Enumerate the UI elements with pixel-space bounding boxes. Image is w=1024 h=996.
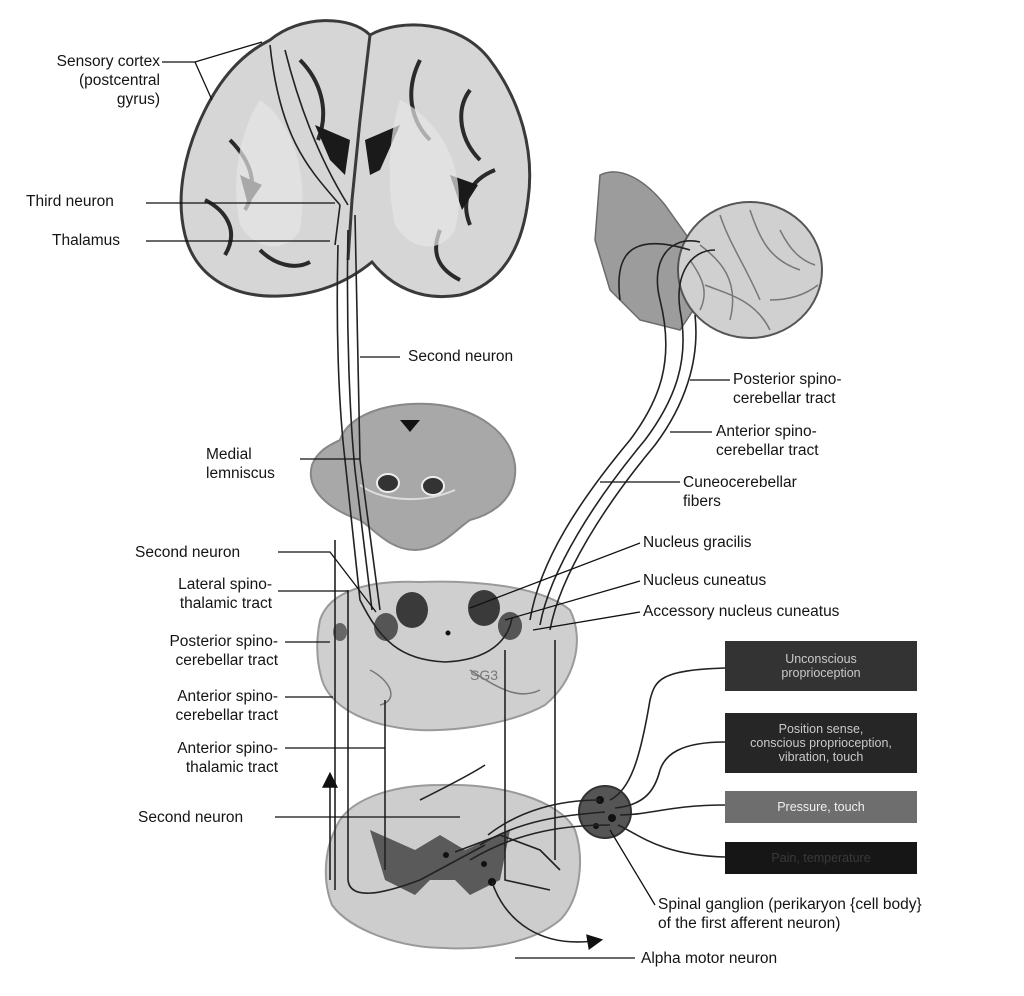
label-nucleus-gracilis: Nucleus gracilis [643, 534, 752, 551]
label-second-neuron-mid: Second neuron [135, 544, 241, 561]
label-third-neuron: Third neuron [26, 193, 114, 210]
modality-box-unconscious-proprioception: Unconscious proprioception [725, 641, 917, 691]
label-alpha-motor-neuron: Alpha motor neuron [641, 950, 778, 967]
label-cuneocerebellar-fibers: Cuneocerebellar fibers [683, 474, 797, 510]
label-posterior-spinocerebellar-right: Posterior spino- cerebellar tract [733, 371, 842, 407]
label-posterior-spinocerebellar-left: Posterior spino- cerebellar tract [169, 633, 278, 669]
label-accessory-nucleus-cuneatus: Accessory nucleus cuneatus [643, 603, 840, 620]
label-anterior-spinocerebellar-left: Anterior spino- cerebellar tract [175, 688, 278, 724]
label-spinal-ganglion: Spinal ganglion (perikaryon {cell body} … [658, 896, 922, 932]
label-medial-lemniscus: Medial lemniscus [206, 446, 275, 482]
lower-medulla-section: SG3 [316, 580, 578, 732]
label-sensory-cortex: Sensory cortex (postcentral gyrus) [56, 53, 160, 108]
brain-coronal-section [179, 19, 532, 299]
label-thalamus: Thalamus [52, 232, 121, 249]
label-anterior-spinothalamic: Anterior spino- thalamic tract [177, 740, 278, 776]
label-lateral-spinothalamic: Lateral spino- thalamic tract [178, 576, 272, 612]
spinal-cord-section [324, 783, 581, 950]
label-nucleus-cuneatus: Nucleus cuneatus [643, 572, 767, 589]
label-second-neuron-top: Second neuron [408, 348, 514, 365]
modality-box-pain-temperature: Pain, temperature [725, 842, 917, 874]
label-anterior-spinocerebellar-right: Anterior spino- cerebellar tract [716, 423, 819, 459]
cerebellum [594, 171, 823, 339]
medulla-section [309, 402, 517, 552]
label-second-neuron-bottom: Second neuron [138, 809, 244, 826]
svg-text:SG3: SG3 [470, 667, 498, 683]
modality-box-position-sense: Position sense, conscious proprioception… [725, 713, 917, 773]
leader-lines [146, 41, 730, 959]
modality-box-pressure-touch: Pressure, touch [725, 791, 917, 823]
tract-lines [269, 44, 726, 950]
